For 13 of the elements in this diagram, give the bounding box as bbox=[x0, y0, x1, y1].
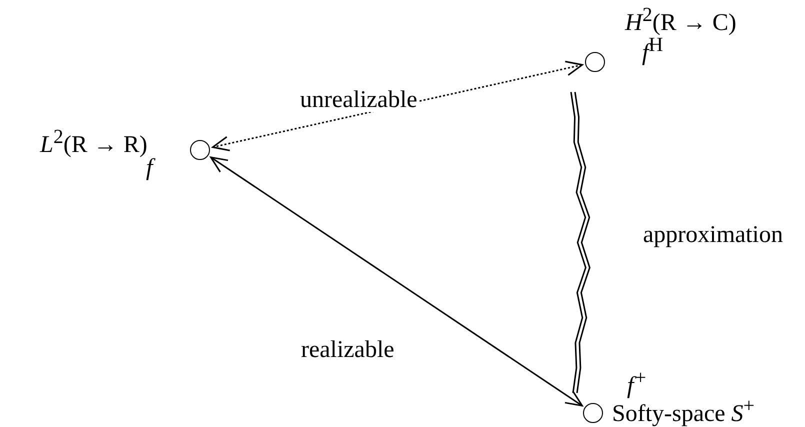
node-caption: f bbox=[146, 156, 153, 180]
edge-label: approximation bbox=[641, 223, 785, 247]
circle-node bbox=[585, 52, 605, 72]
wavy-double-line bbox=[570, 91, 590, 394]
circle-node bbox=[190, 140, 210, 160]
node-caption: L$^{2}$(R → R) bbox=[40, 127, 148, 157]
arrow bbox=[210, 156, 583, 407]
node-caption: f$^{+}$ bbox=[627, 368, 648, 398]
circle-node bbox=[583, 403, 603, 423]
edge-label: unrealizable bbox=[298, 88, 420, 112]
node-caption: f$^{H}$ bbox=[642, 35, 664, 65]
node-caption: H$^{2}$(R → C) bbox=[625, 5, 736, 35]
arrow bbox=[212, 60, 584, 152]
